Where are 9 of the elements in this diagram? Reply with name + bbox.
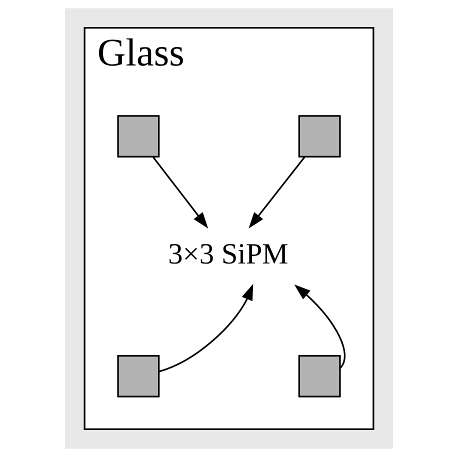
node-box — [298, 115, 340, 158]
arrow — [158, 284, 253, 372]
arrow — [152, 156, 208, 229]
node-text: 3×3 SiPM — [168, 238, 288, 270]
arrow — [248, 156, 305, 229]
node-box — [298, 354, 340, 398]
node-box — [116, 115, 160, 158]
node-box — [116, 354, 160, 398]
arrow — [294, 284, 346, 368]
